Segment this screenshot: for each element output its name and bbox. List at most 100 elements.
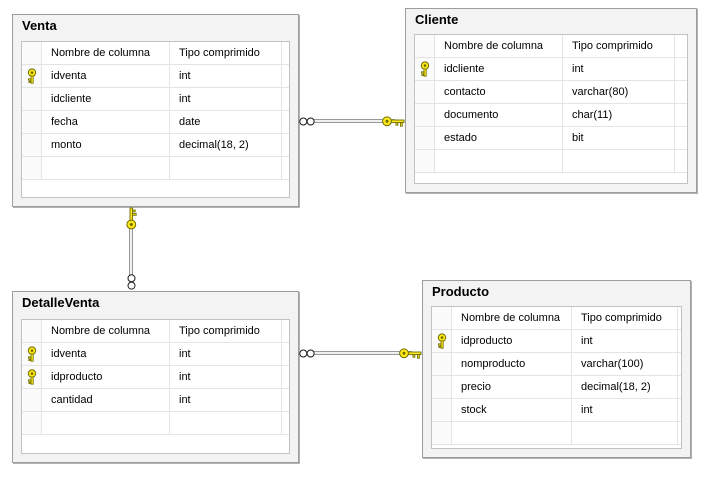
table-title: Cliente: [415, 12, 459, 27]
table-row[interactable]: documento char(11): [415, 104, 687, 127]
table-title: Producto: [432, 284, 490, 299]
header-spacer: [282, 320, 289, 342]
infinity-many-icon: [299, 349, 315, 358]
grid-header-row: Nombre de columna Tipo comprimido: [415, 35, 687, 58]
column-type-cell[interactable]: decimal(18, 2): [572, 376, 678, 398]
infinity-many-icon: [299, 117, 315, 126]
table-row[interactable]: monto decimal(18, 2): [22, 134, 289, 157]
column-type-cell[interactable]: char(11): [563, 104, 675, 126]
relationship-line[interactable]: [313, 119, 395, 123]
column-grid: Nombre de columna Tipo comprimido idvent…: [21, 41, 290, 198]
table-row[interactable]: idcliente int: [22, 88, 289, 111]
header-name: Nombre de columna: [42, 42, 170, 64]
column-type-cell[interactable]: bit: [563, 127, 675, 149]
header-spacer: [675, 35, 687, 57]
table-row[interactable]: idventa int: [22, 343, 289, 366]
column-name-cell[interactable]: cantidad: [42, 389, 170, 411]
header-name: Nombre de columna: [42, 320, 170, 342]
table-row[interactable]: fecha date: [22, 111, 289, 134]
column-type-cell[interactable]: int: [170, 389, 282, 411]
table-row[interactable]: precio decimal(18, 2): [432, 376, 681, 399]
empty-row[interactable]: [415, 150, 687, 173]
relationship-detalleventa-producto[interactable]: [299, 344, 422, 362]
key-one-icon: [382, 116, 405, 127]
pk-cell: [22, 366, 42, 388]
column-name-cell[interactable]: idcliente: [42, 88, 170, 110]
relationship-line[interactable]: [129, 221, 133, 279]
table-title: DetalleVenta: [22, 295, 100, 310]
row-header-cell: [432, 307, 452, 329]
table-row[interactable]: nomproducto varchar(100): [432, 353, 681, 376]
column-name-cell[interactable]: monto: [42, 134, 170, 156]
header-name: Nombre de columna: [452, 307, 572, 329]
empty-row[interactable]: [22, 412, 289, 435]
table-title: Venta: [22, 18, 57, 33]
row-header-cell: [415, 35, 435, 57]
pk-cell: [22, 343, 42, 365]
key-icon: [27, 68, 36, 84]
table-row[interactable]: idventa int: [22, 65, 289, 88]
table-window-detalleventa[interactable]: DetalleVenta Nombre de columna Tipo comp…: [12, 291, 299, 463]
table-row[interactable]: idcliente int: [415, 58, 687, 81]
column-name-cell[interactable]: stock: [452, 399, 572, 421]
empty-row[interactable]: [432, 422, 681, 445]
row-header-cell: [22, 320, 42, 342]
column-type-cell[interactable]: decimal(18, 2): [170, 134, 282, 156]
header-type: Tipo comprimido: [563, 35, 675, 57]
key-icon: [437, 333, 446, 349]
infinity-many-icon: [127, 274, 136, 290]
column-name-cell[interactable]: fecha: [42, 111, 170, 133]
key-one-icon: [399, 348, 422, 359]
pk-cell: [22, 65, 42, 87]
header-type: Tipo comprimido: [572, 307, 678, 329]
column-name-cell[interactable]: idventa: [42, 65, 170, 87]
column-type-cell[interactable]: int: [170, 65, 282, 87]
pk-cell: [22, 389, 42, 411]
column-name-cell[interactable]: idproducto: [42, 366, 170, 388]
grid-header-row: Nombre de columna Tipo comprimido: [432, 307, 681, 330]
table-window-producto[interactable]: Producto Nombre de columna Tipo comprimi…: [422, 280, 691, 458]
grid-header-row: Nombre de columna Tipo comprimido: [22, 320, 289, 343]
header-spacer: [282, 42, 289, 64]
table-row[interactable]: estado bit: [415, 127, 687, 150]
column-name-cell[interactable]: precio: [452, 376, 572, 398]
table-window-cliente[interactable]: Cliente Nombre de columna Tipo comprimid…: [405, 8, 697, 193]
pk-cell: [22, 88, 42, 110]
pk-cell: [432, 353, 452, 375]
pk-cell: [415, 58, 435, 80]
column-name-cell[interactable]: nomproducto: [452, 353, 572, 375]
column-grid: Nombre de columna Tipo comprimido idclie…: [414, 34, 688, 184]
table-row[interactable]: idproducto int: [22, 366, 289, 389]
key-icon: [420, 61, 429, 77]
column-type-cell[interactable]: varchar(80): [563, 81, 675, 103]
relationship-line[interactable]: [313, 351, 412, 355]
column-name-cell[interactable]: documento: [435, 104, 563, 126]
column-name-cell[interactable]: idproducto: [452, 330, 572, 352]
pk-cell: [432, 399, 452, 421]
header-type: Tipo comprimido: [170, 42, 282, 64]
column-type-cell[interactable]: int: [170, 366, 282, 388]
table-row[interactable]: stock int: [432, 399, 681, 422]
table-window-venta[interactable]: Venta Nombre de columna Tipo comprimido …: [12, 14, 299, 207]
key-icon: [27, 369, 36, 385]
column-name-cell[interactable]: estado: [435, 127, 563, 149]
column-type-cell[interactable]: int: [572, 399, 678, 421]
pk-cell: [432, 376, 452, 398]
table-row[interactable]: contacto varchar(80): [415, 81, 687, 104]
relationship-venta-detalleventa[interactable]: [122, 207, 140, 291]
column-type-cell[interactable]: int: [170, 343, 282, 365]
pk-cell: [415, 104, 435, 126]
column-name-cell[interactable]: contacto: [435, 81, 563, 103]
column-type-cell[interactable]: int: [563, 58, 675, 80]
column-name-cell[interactable]: idcliente: [435, 58, 563, 80]
table-row[interactable]: idproducto int: [432, 330, 681, 353]
empty-row[interactable]: [22, 157, 289, 180]
column-type-cell[interactable]: int: [170, 88, 282, 110]
table-row[interactable]: cantidad int: [22, 389, 289, 412]
column-type-cell[interactable]: varchar(100): [572, 353, 678, 375]
column-type-cell[interactable]: int: [572, 330, 678, 352]
column-type-cell[interactable]: date: [170, 111, 282, 133]
column-name-cell[interactable]: idventa: [42, 343, 170, 365]
key-one-icon: [126, 207, 137, 230]
relationship-venta-cliente[interactable]: [299, 112, 405, 130]
